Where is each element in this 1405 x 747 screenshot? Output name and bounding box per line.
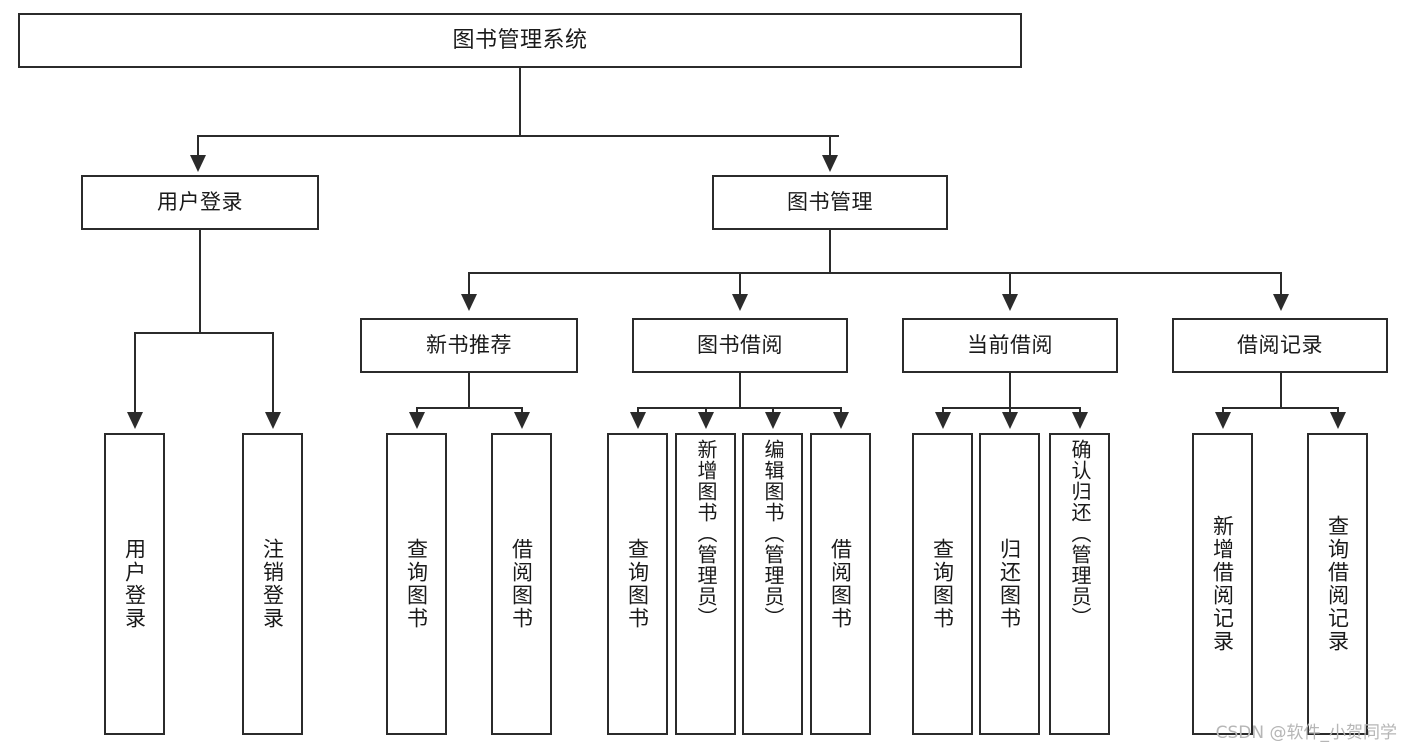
node-label: 新增图书（管理员） [694, 439, 718, 628]
arrowhead-leaf-query-book-2 [630, 412, 646, 429]
connector-cb-drop-2 [1009, 407, 1011, 414]
connector-root-bus [197, 135, 839, 137]
connector-cb-bus [942, 407, 1081, 409]
arrowhead-leaf-borrow-book-2 [833, 412, 849, 429]
node-label: 查询借阅记录 [1325, 515, 1350, 653]
leaf-add-book[interactable]: 新增图书（管理员） [675, 433, 736, 735]
arrowhead-leaf-add-record [1215, 412, 1231, 429]
connector-cb-drop-3 [1079, 407, 1081, 414]
connector-nbr-drop-2 [521, 407, 523, 414]
node-user-login[interactable]: 用户登录 [81, 175, 319, 230]
arrowhead-to-user-login [190, 155, 206, 172]
connector-root-drop-left [197, 135, 199, 157]
node-label: 借阅图书 [509, 538, 534, 630]
node-label: 注销登录 [260, 538, 285, 630]
arrowhead-leaf-return-book [1002, 412, 1018, 429]
leaf-return-book[interactable]: 归还图书 [979, 433, 1040, 735]
node-label: 用户登录 [122, 538, 147, 630]
connector-level3-drop-2 [739, 272, 741, 296]
connector-user-login-stem [199, 230, 201, 333]
arrowhead-leaf-logout-login [265, 412, 281, 429]
connector-nbr-bus [416, 407, 523, 409]
node-label: 图书借阅 [697, 333, 783, 358]
connector-br-stem [1280, 373, 1282, 409]
arrowhead-to-book-borrow [732, 294, 748, 311]
arrowhead-leaf-user-login [127, 412, 143, 429]
connector-bb-stem [739, 373, 741, 409]
arrowhead-leaf-query-record [1330, 412, 1346, 429]
node-label: 归还图书 [997, 538, 1022, 630]
connector-level3-drop-3 [1009, 272, 1011, 296]
node-label: 借阅记录 [1237, 333, 1323, 358]
leaf-query-book-current[interactable]: 查询图书 [912, 433, 973, 735]
connector-bb-drop-4 [840, 407, 842, 414]
arrowhead-leaf-query-book-3 [935, 412, 951, 429]
connector-level3-drop-4 [1280, 272, 1282, 296]
leaf-borrow-book-borrow[interactable]: 借阅图书 [810, 433, 871, 735]
connector-br-bus [1222, 407, 1339, 409]
connector-cb-stem [1009, 373, 1011, 409]
node-book-manage[interactable]: 图书管理 [712, 175, 948, 230]
arrowhead-to-borrow-record [1273, 294, 1289, 311]
node-label: 编辑图书（管理员） [761, 439, 785, 628]
node-label: 新增借阅记录 [1210, 515, 1235, 653]
connector-user-login-drop-2 [272, 332, 274, 414]
node-label: 图书管理 [787, 190, 873, 215]
node-label: 新书推荐 [426, 333, 512, 358]
arrowhead-leaf-add-book [698, 412, 714, 429]
arrowhead-leaf-borrow-book-1 [514, 412, 530, 429]
leaf-borrow-book-recommend[interactable]: 借阅图书 [491, 433, 552, 735]
connector-book-manage-bus [468, 272, 1282, 274]
connector-root-drop-right [829, 135, 831, 157]
leaf-logout-login[interactable]: 注销登录 [242, 433, 303, 735]
leaf-query-record[interactable]: 查询借阅记录 [1307, 433, 1368, 735]
connector-nbr-stem [468, 373, 470, 409]
arrowhead-leaf-edit-book [765, 412, 781, 429]
leaf-confirm-return[interactable]: 确认归还（管理员） [1049, 433, 1110, 735]
connector-cb-drop-1 [942, 407, 944, 414]
node-label: 查询图书 [625, 538, 650, 630]
arrowhead-to-new-book-recommend [461, 294, 477, 311]
node-label: 用户登录 [157, 190, 243, 215]
leaf-query-book-borrow[interactable]: 查询图书 [607, 433, 668, 735]
csdn-watermark: CSDN @软件_小贺同学 [1215, 723, 1397, 743]
connector-level3-drop-1 [468, 272, 470, 296]
connector-book-manage-stem [829, 230, 831, 274]
arrowhead-leaf-confirm-return [1072, 412, 1088, 429]
connector-root-stem [519, 68, 521, 136]
arrowhead-to-current-borrow [1002, 294, 1018, 311]
node-label: 当前借阅 [967, 333, 1053, 358]
connector-br-drop-2 [1337, 407, 1339, 414]
leaf-add-record[interactable]: 新增借阅记录 [1192, 433, 1253, 735]
arrowhead-leaf-query-book-1 [409, 412, 425, 429]
connector-nbr-drop-1 [416, 407, 418, 414]
node-label: 查询图书 [930, 538, 955, 630]
arrowhead-to-book-manage [822, 155, 838, 172]
node-new-book-recommend[interactable]: 新书推荐 [360, 318, 578, 373]
connector-user-login-drop-1 [134, 332, 136, 414]
connector-bb-bus [637, 407, 842, 409]
connector-br-drop-1 [1222, 407, 1224, 414]
connector-bb-drop-3 [772, 407, 774, 414]
connector-bb-drop-1 [637, 407, 639, 414]
node-root-system[interactable]: 图书管理系统 [18, 13, 1022, 68]
node-label: 借阅图书 [828, 538, 853, 630]
node-borrow-record[interactable]: 借阅记录 [1172, 318, 1388, 373]
node-label: 图书管理系统 [452, 27, 588, 53]
node-label: 查询图书 [404, 538, 429, 630]
node-current-borrow[interactable]: 当前借阅 [902, 318, 1118, 373]
leaf-user-login[interactable]: 用户登录 [104, 433, 165, 735]
leaf-edit-book[interactable]: 编辑图书（管理员） [742, 433, 803, 735]
node-label: 确认归还（管理员） [1068, 439, 1092, 628]
leaf-query-book-recommend[interactable]: 查询图书 [386, 433, 447, 735]
node-book-borrow[interactable]: 图书借阅 [632, 318, 848, 373]
connector-bb-drop-2 [705, 407, 707, 414]
connector-user-login-bus [134, 332, 274, 334]
